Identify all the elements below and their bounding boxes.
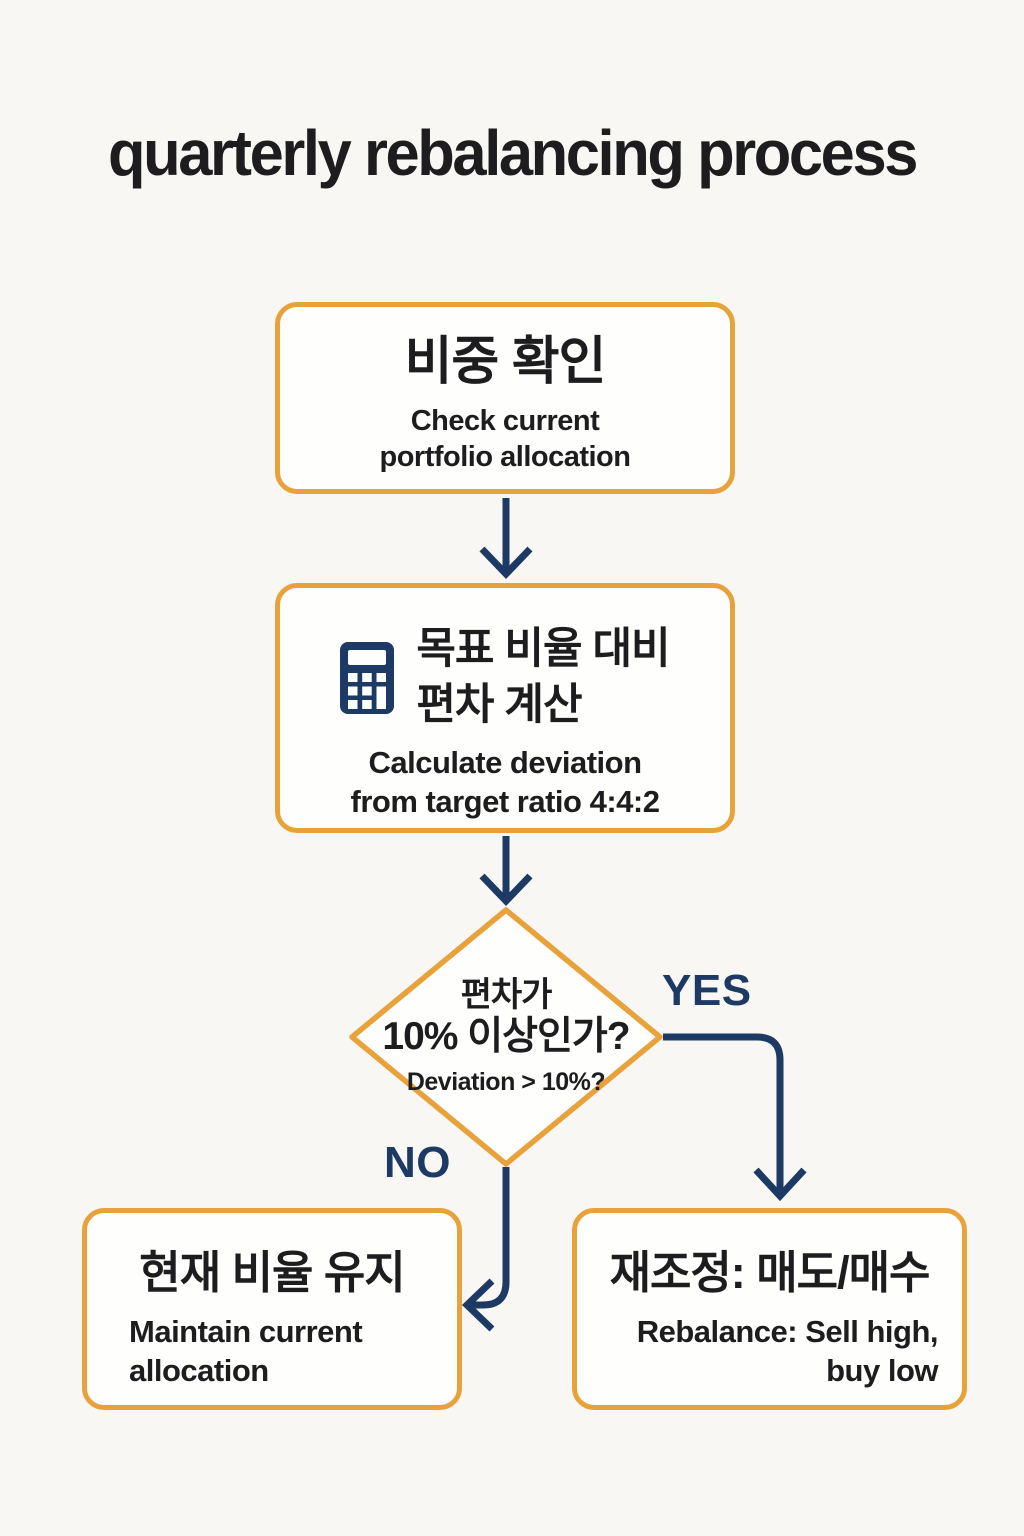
calculate-title-ko-line-2: 편차 계산: [416, 680, 582, 729]
rebalance-subtitle-en: Rebalance: Sell high, buy low: [577, 1313, 962, 1391]
decision-en: Deviation > 10%?: [406, 1067, 606, 1096]
calculate-subtitle-line-2: from target ratio 4:4:2: [350, 783, 660, 819]
calculate-heading-row: 목표 비율 대비 편차 계산: [280, 622, 730, 734]
node-rebalance: 재조정: 매도/매수 Rebalance: Sell high, buy low: [572, 1208, 967, 1410]
arrow-yes-branch: [663, 1033, 807, 1202]
page-title: quarterly rebalancing process: [108, 117, 918, 189]
yes-branch-label: YES: [662, 966, 752, 1015]
arrow-check-to-calculate: [479, 498, 533, 580]
arrow-no-branch: [461, 1167, 510, 1332]
calculator-icon: [340, 641, 395, 714]
no-branch-label: NO: [384, 1138, 451, 1187]
check-subtitle-line-2: portfolio allocation: [379, 441, 632, 474]
node-calculate-deviation: 목표 비율 대비 편차 계산 Calculate deviation from …: [275, 583, 735, 833]
check-subtitle-line-1: Check current: [410, 404, 600, 437]
node-maintain-allocation: 현재 비율 유지 Maintain current allocation: [82, 1208, 462, 1410]
maintain-subtitle-line-1: Maintain current: [129, 1313, 363, 1349]
decision-ko-line-2: 10% 이상인가?: [382, 1015, 630, 1059]
rebalance-title-ko: 재조정: 매도/매수: [609, 1247, 931, 1298]
calculate-subtitle-line-1: Calculate deviation: [368, 744, 642, 780]
node-decision-deviation: 편차가 10% 이상인가? Deviation > 10%?: [352, 976, 660, 1097]
maintain-subtitle-en: Maintain current allocation: [87, 1313, 457, 1391]
calculate-subtitle-en: Calculate deviation from target ratio 4:…: [280, 744, 730, 822]
check-subtitle-en: Check current portfolio allocation: [280, 403, 730, 476]
check-title-ko: 비중 확인: [404, 333, 607, 391]
maintain-subtitle-line-2: allocation: [129, 1352, 269, 1388]
maintain-title-ko: 현재 비율 유지: [139, 1247, 405, 1298]
decision-diamond-shape: [349, 907, 663, 1167]
decision-ko-line-1: 편차가: [460, 976, 553, 1014]
calculate-title-ko: 목표 비율 대비 편차 계산: [416, 622, 670, 734]
rebalance-subtitle-line-2: buy low: [826, 1352, 938, 1388]
calculate-title-ko-line-1: 목표 비율 대비: [416, 625, 670, 673]
node-check-allocation: 비중 확인 Check current portfolio allocation: [275, 302, 735, 494]
arrow-calculate-to-decision: [479, 836, 533, 907]
rebalance-subtitle-line-1: Rebalance: Sell high,: [636, 1313, 939, 1349]
